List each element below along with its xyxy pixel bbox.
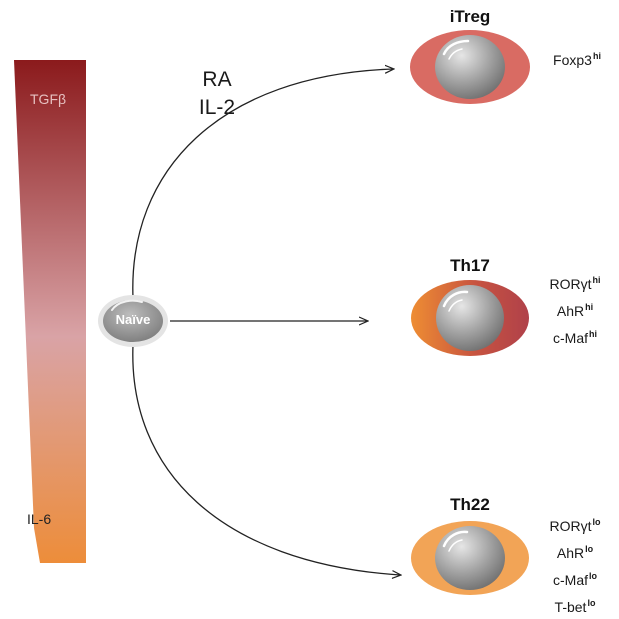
tgfb-label: TGFβ: [30, 91, 67, 107]
marker-ahr: AhRhi: [556, 302, 594, 319]
conditions-label: RA IL-2: [188, 66, 246, 122]
gradient-wedge: [14, 60, 86, 563]
th17-highlight-2: [448, 299, 463, 312]
th22-title: Th22: [450, 495, 490, 514]
th17-highlight: [442, 290, 469, 308]
arrow-to-th22: [132, 344, 400, 575]
marker-cmaf: c-Maflo: [553, 571, 597, 588]
itreg-nucleus: [435, 35, 505, 99]
itreg-markers: Foxp3hi: [553, 45, 601, 72]
il6-label: IL-6: [27, 511, 52, 527]
condition-ra: RA: [202, 68, 232, 91]
th22-highlight: [442, 530, 469, 548]
condition-il2: IL-2: [198, 96, 236, 119]
th22-highlight-2: [448, 539, 463, 552]
marker-foxp3: Foxp3hi: [553, 51, 601, 68]
arrow-to-itreg: [132, 69, 393, 299]
marker-cmaf: c-Mafhi: [553, 329, 597, 346]
itreg-highlight-2: [448, 48, 463, 60]
marker-tbet: T-betlo: [554, 598, 596, 615]
naive-label: Naïve: [115, 312, 151, 327]
th17-markers: RORγthi AhRhi c-Mafhi: [550, 269, 601, 350]
th22-nucleus: [435, 526, 505, 590]
marker-rorgt: RORγtlo: [549, 517, 601, 534]
naive-cell: [103, 300, 163, 342]
th22-markers: RORγtlo AhRlo c-Maflo T-betlo: [550, 511, 601, 619]
itreg-highlight: [442, 39, 470, 56]
marker-ahr: AhRlo: [556, 544, 594, 561]
marker-rorgt: RORγthi: [549, 275, 601, 292]
th17-title: Th17: [450, 256, 490, 275]
th17-nucleus: [436, 285, 504, 351]
naive-cell-highlight: [111, 299, 143, 311]
itreg-title: iTreg: [449, 7, 491, 26]
